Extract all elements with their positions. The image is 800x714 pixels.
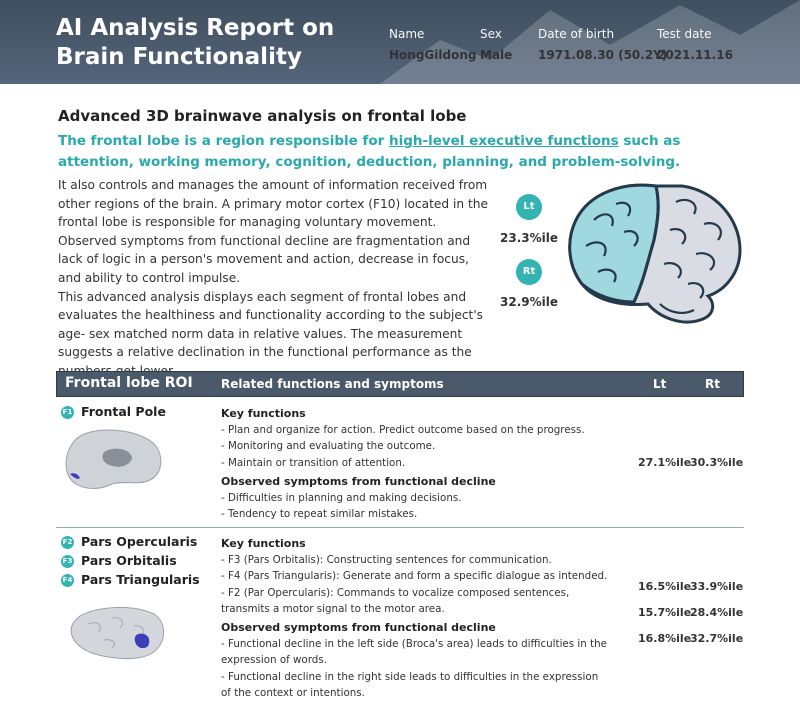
key-function-item: - F2 (Par Opercularis): Commands to voca… [221,586,570,615]
row2-lt-value: 16.5%ile [638,580,692,593]
intro-body: It also controls and manages the amount … [58,176,488,381]
brain-illustration [568,183,742,324]
highlight-pre: The frontal lobe is a region responsible… [58,133,389,149]
test-date-field: Test date 2021.11.16 [657,27,733,62]
row1-lt-value: 27.1%ile [638,456,692,469]
key-functions-title: Key functions [221,407,306,420]
name-value: HongGildong [389,48,477,62]
symptom-item: - Functional decline in the left side (B… [221,638,607,667]
key-function-item: - Maintain or transition of attention. [221,456,406,469]
sex-field: Sex Male [480,27,512,62]
name-label: Name [389,27,425,41]
header-mountain-decoration [380,0,800,84]
report-title-line2: Brain Functionality [56,44,302,70]
roi-badge: F4 [61,574,74,587]
dob-value: 1971.08.30 (50.2Y) [538,48,668,62]
frontal-pole-description: Key functions - Plan and organize for ac… [221,406,611,522]
sex-value: Male [480,48,513,62]
roi-name: Pars Orbitalis [81,553,177,568]
left-percentile: 23.3%ile [500,231,558,245]
sex-label: Sex [480,27,502,41]
roi-badge: F1 [61,406,74,419]
symptom-item: - Difficulties in planning and making de… [221,492,462,505]
dob-field: Date of birth 1971.08.30 (50.2Y) [538,27,667,62]
symptoms-title: Observed symptoms from functional declin… [221,621,496,635]
dob-label: Date of birth [538,27,615,41]
roi-badge: F3 [61,555,74,568]
pars-description: Key functions - F3 (Pars Orbitalis): Con… [221,536,611,701]
row2-rt-value: 32.7%ile [690,632,744,645]
intro-paragraph: This advanced analysis displays each seg… [58,289,484,378]
frontal-pole-brain-image [65,429,162,489]
row2-lt-value: 15.7%ile [638,606,692,619]
symptom-item: - Tendency to repeat similar mistakes. [221,508,418,521]
key-function-item: - F3 (Pars Orbitalis): Constructing sent… [221,554,552,567]
right-badge: Rt [516,259,542,285]
header-roi: Frontal lobe ROI [65,375,193,391]
table-header: Frontal lobe ROI Related functions and s… [56,371,744,397]
highlight-post: such as attention, working memory, cogni… [58,133,681,170]
header-lt: Lt [653,377,667,391]
row2-rt-value: 28.4%ile [690,606,744,619]
roi-name: Pars Triangularis [81,572,200,587]
roi-badge: F2 [61,536,74,549]
report-title: AI Analysis Report on Brain Functionalit… [56,14,334,72]
highlight-underlined: high-level executive functions [388,133,619,149]
test-date-label: Test date [657,27,712,41]
roi-name: Frontal Pole [81,404,166,419]
name-field: Name HongGildong [389,27,476,62]
roi-name: Pars Opercularis [81,534,198,549]
intro-paragraph: It also controls and manages the amount … [58,178,489,230]
row1-rt-value: 30.3%ile [690,456,744,469]
symptom-item: - Functional decline in the right side l… [221,670,599,699]
section-title: Advanced 3D brainwave analysis on fronta… [58,107,467,125]
highlight-text: The frontal lobe is a region responsible… [58,131,738,173]
left-badge: Lt [516,194,542,220]
intro-paragraph: Observed symptoms from functional declin… [58,233,471,285]
row2-lt-value: 16.8%ile [638,632,692,645]
key-function-item: - Monitoring and evaluating the outcome. [221,440,436,453]
test-date-value: 2021.11.16 [657,48,733,62]
key-function-item: - F4 (Pars Triangularis): Generate and f… [221,570,608,583]
report-header: AI Analysis Report on Brain Functionalit… [0,0,800,84]
row2-rt-value: 33.9%ile [690,580,744,593]
broca-area-brain-image [70,606,164,660]
row-divider [56,527,744,528]
report-title-line1: AI Analysis Report on [56,15,335,41]
key-function-item: - Plan and organize for action. Predict … [221,424,585,437]
right-percentile: 32.9%ile [500,295,558,309]
header-rt: Rt [705,377,720,391]
symptoms-title: Observed symptoms from functional declin… [221,474,496,488]
key-functions-title: Key functions [221,537,306,550]
header-functions: Related functions and symptoms [221,377,444,391]
